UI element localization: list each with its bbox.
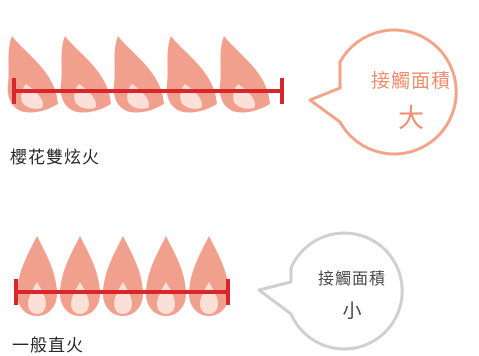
bubble-large-line1: 接觸面積: [370, 70, 451, 92]
straight-flame-icon: [146, 236, 186, 316]
contact-bar-narrow: [14, 279, 230, 305]
speech-bubble-small: [257, 231, 404, 351]
bubble-small-line1: 接觸面積: [317, 269, 386, 288]
speech-bubble-large: [308, 28, 458, 156]
straight-flame-icon: [189, 236, 229, 316]
bubble-large-line2: 大: [397, 104, 424, 134]
swirl-flame-icon: [60, 36, 111, 113]
swirl-flame-icon: [166, 36, 217, 113]
straight-flame-icon: [17, 236, 57, 316]
straight-flame-row: [17, 236, 229, 316]
caption-standard-flame: 一般直火: [12, 336, 84, 356]
swirl-flame-icon: [219, 36, 270, 113]
straight-flame-icon: [60, 236, 100, 316]
contact-bar-wide: [12, 78, 284, 104]
bubble-small-line2: 小: [342, 300, 362, 322]
straight-flame-icon: [103, 236, 143, 316]
swirl-flame-row: [7, 36, 270, 113]
caption-sakura-dual-flame: 櫻花雙炫火: [10, 148, 100, 168]
swirl-flame-icon: [113, 36, 164, 113]
